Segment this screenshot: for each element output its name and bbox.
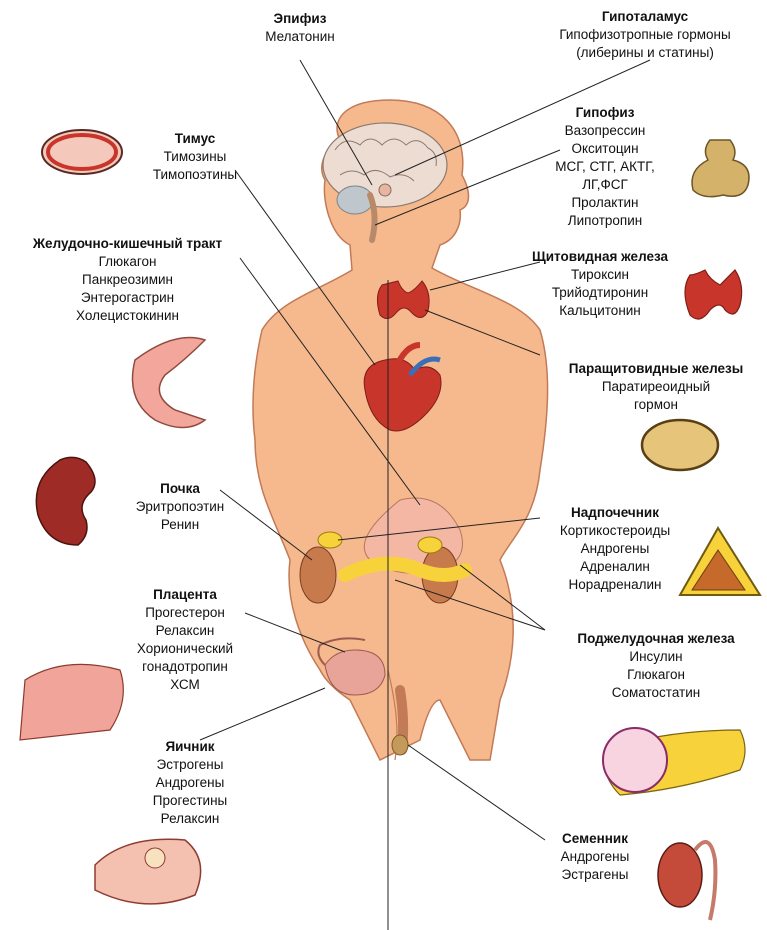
pancreas-title: Поджелудочная железа	[545, 630, 767, 648]
label-thymus: Тимус Тимозины Тимопоэтины	[120, 130, 270, 184]
label-pituitary: Гипофиз Вазопрессин Окситоцин МСГ, СТГ, …	[530, 104, 680, 230]
label-testis: Семенник Андрогены Эстрагены	[540, 830, 650, 884]
ovary-hormone: Эстрогены	[120, 756, 260, 774]
kidney-title: Почка	[110, 480, 250, 498]
adrenal-hormone: Адреналин	[530, 558, 700, 576]
pituitary-hormone: ЛГ,ФСГ	[530, 176, 680, 194]
epiphysis-hormone: Мелатонин	[225, 28, 375, 46]
thymus-illustration	[42, 130, 122, 174]
pituitary-hormone: Пролактин	[530, 194, 680, 212]
hypothalamus-hormone: Гипофизотропные гормоны	[530, 26, 760, 44]
label-placenta: Плацента Прогестерон Релаксин Хорионичес…	[110, 586, 260, 694]
testis-title: Семенник	[540, 830, 650, 848]
pituitary-illustration	[692, 140, 749, 197]
pituitary-hormone: Окситоцин	[530, 140, 680, 158]
pituitary-hormone: МСГ, СТГ, АКТГ,	[530, 158, 680, 176]
label-adrenal: Надпочечник Кортикостероиды Андрогены Ад…	[530, 504, 700, 594]
placenta-hormone: Хорионический	[110, 640, 260, 658]
pancreas-hormone: Соматостатин	[545, 684, 767, 702]
gi-tract-hormone: Глюкагон	[0, 253, 255, 271]
thymus-hormone: Тимопоэтины	[120, 166, 270, 184]
ovary-hormone: Прогестины	[120, 792, 260, 810]
pituitary-hormone: Вазопрессин	[530, 122, 680, 140]
label-parathyroid: Паращитовидные железы Паратиреоидный гор…	[545, 360, 767, 414]
gi-tract-hormone: Панкреозимин	[0, 271, 255, 289]
kidney-hormone: Ренин	[110, 516, 250, 534]
testis-hormone: Эстрагены	[540, 866, 650, 884]
pituitary-title: Гипофиз	[530, 104, 680, 122]
label-pancreas: Поджелудочная железа Инсулин Глюкагон Со…	[545, 630, 767, 702]
label-hypothalamus: Гипоталамус Гипофизотропные гормоны (либ…	[530, 8, 760, 62]
label-ovary: Яичник Эстрогены Андрогены Прогестины Ре…	[120, 738, 260, 828]
label-thyroid: Щитовидная железа Тироксин Трийодтиронин…	[505, 248, 695, 320]
pituitary-hormone: Липотропин	[530, 212, 680, 230]
placenta-hormone: Прогестерон	[110, 604, 260, 622]
hypothalamus-title: Гипоталамус	[530, 8, 760, 26]
kidney-hormone: Эритропоэтин	[110, 498, 250, 516]
adrenal-hormone: Кортикостероиды	[530, 522, 700, 540]
hypothalamus-hormone: (либерины и статины)	[530, 44, 760, 62]
ovary-hormone: Релаксин	[120, 810, 260, 828]
label-kidney: Почка Эритропоэтин Ренин	[110, 480, 250, 534]
testis-hormone: Андрогены	[540, 848, 650, 866]
ovary-hormone: Андрогены	[120, 774, 260, 792]
pancreas-hormone: Глюкагон	[545, 666, 767, 684]
adrenal-hormone: Андрогены	[530, 540, 700, 558]
label-gi-tract: Желудочно-кишечный тракт Глюкагон Панкре…	[0, 235, 255, 325]
kidney-illustration	[36, 457, 95, 545]
parathyroid-title: Паращитовидные железы	[545, 360, 767, 378]
pancreas-illustration	[603, 728, 745, 795]
thymus-hormone: Тимозины	[120, 148, 270, 166]
gi-tract-hormone: Холецистокинин	[0, 307, 255, 325]
gi-illustration	[133, 338, 206, 428]
thymus-title: Тимус	[120, 130, 270, 148]
thyroid-hormone: Трийодтиронин	[505, 284, 695, 302]
epiphysis-title: Эпифиз	[225, 10, 375, 28]
parathyroid-hormone: гормон	[545, 396, 767, 414]
parathyroid-illustration	[642, 420, 718, 470]
adrenal-hormone: Норадреналин	[530, 576, 700, 594]
pancreas-hormone: Инсулин	[545, 648, 767, 666]
ovary-title: Яичник	[120, 738, 260, 756]
gi-tract-hormone: Энтерогастрин	[0, 289, 255, 307]
placenta-title: Плацента	[110, 586, 260, 604]
gi-tract-title: Желудочно-кишечный тракт	[0, 235, 255, 253]
placenta-hormone: ХСМ	[110, 676, 260, 694]
thyroid-hormone: Тироксин	[505, 266, 695, 284]
label-epiphysis: Эпифиз Мелатонин	[225, 10, 375, 46]
thyroid-title: Щитовидная железа	[505, 248, 695, 266]
adrenal-title: Надпочечник	[530, 504, 700, 522]
placenta-illustration	[20, 664, 123, 740]
ovary-illustration	[95, 839, 201, 904]
parathyroid-hormone: Паратиреоидный	[545, 378, 767, 396]
thyroid-hormone: Кальцитонин	[505, 302, 695, 320]
placenta-hormone: гонадотропин	[110, 658, 260, 676]
placenta-hormone: Релаксин	[110, 622, 260, 640]
testis-illustration	[658, 842, 715, 920]
